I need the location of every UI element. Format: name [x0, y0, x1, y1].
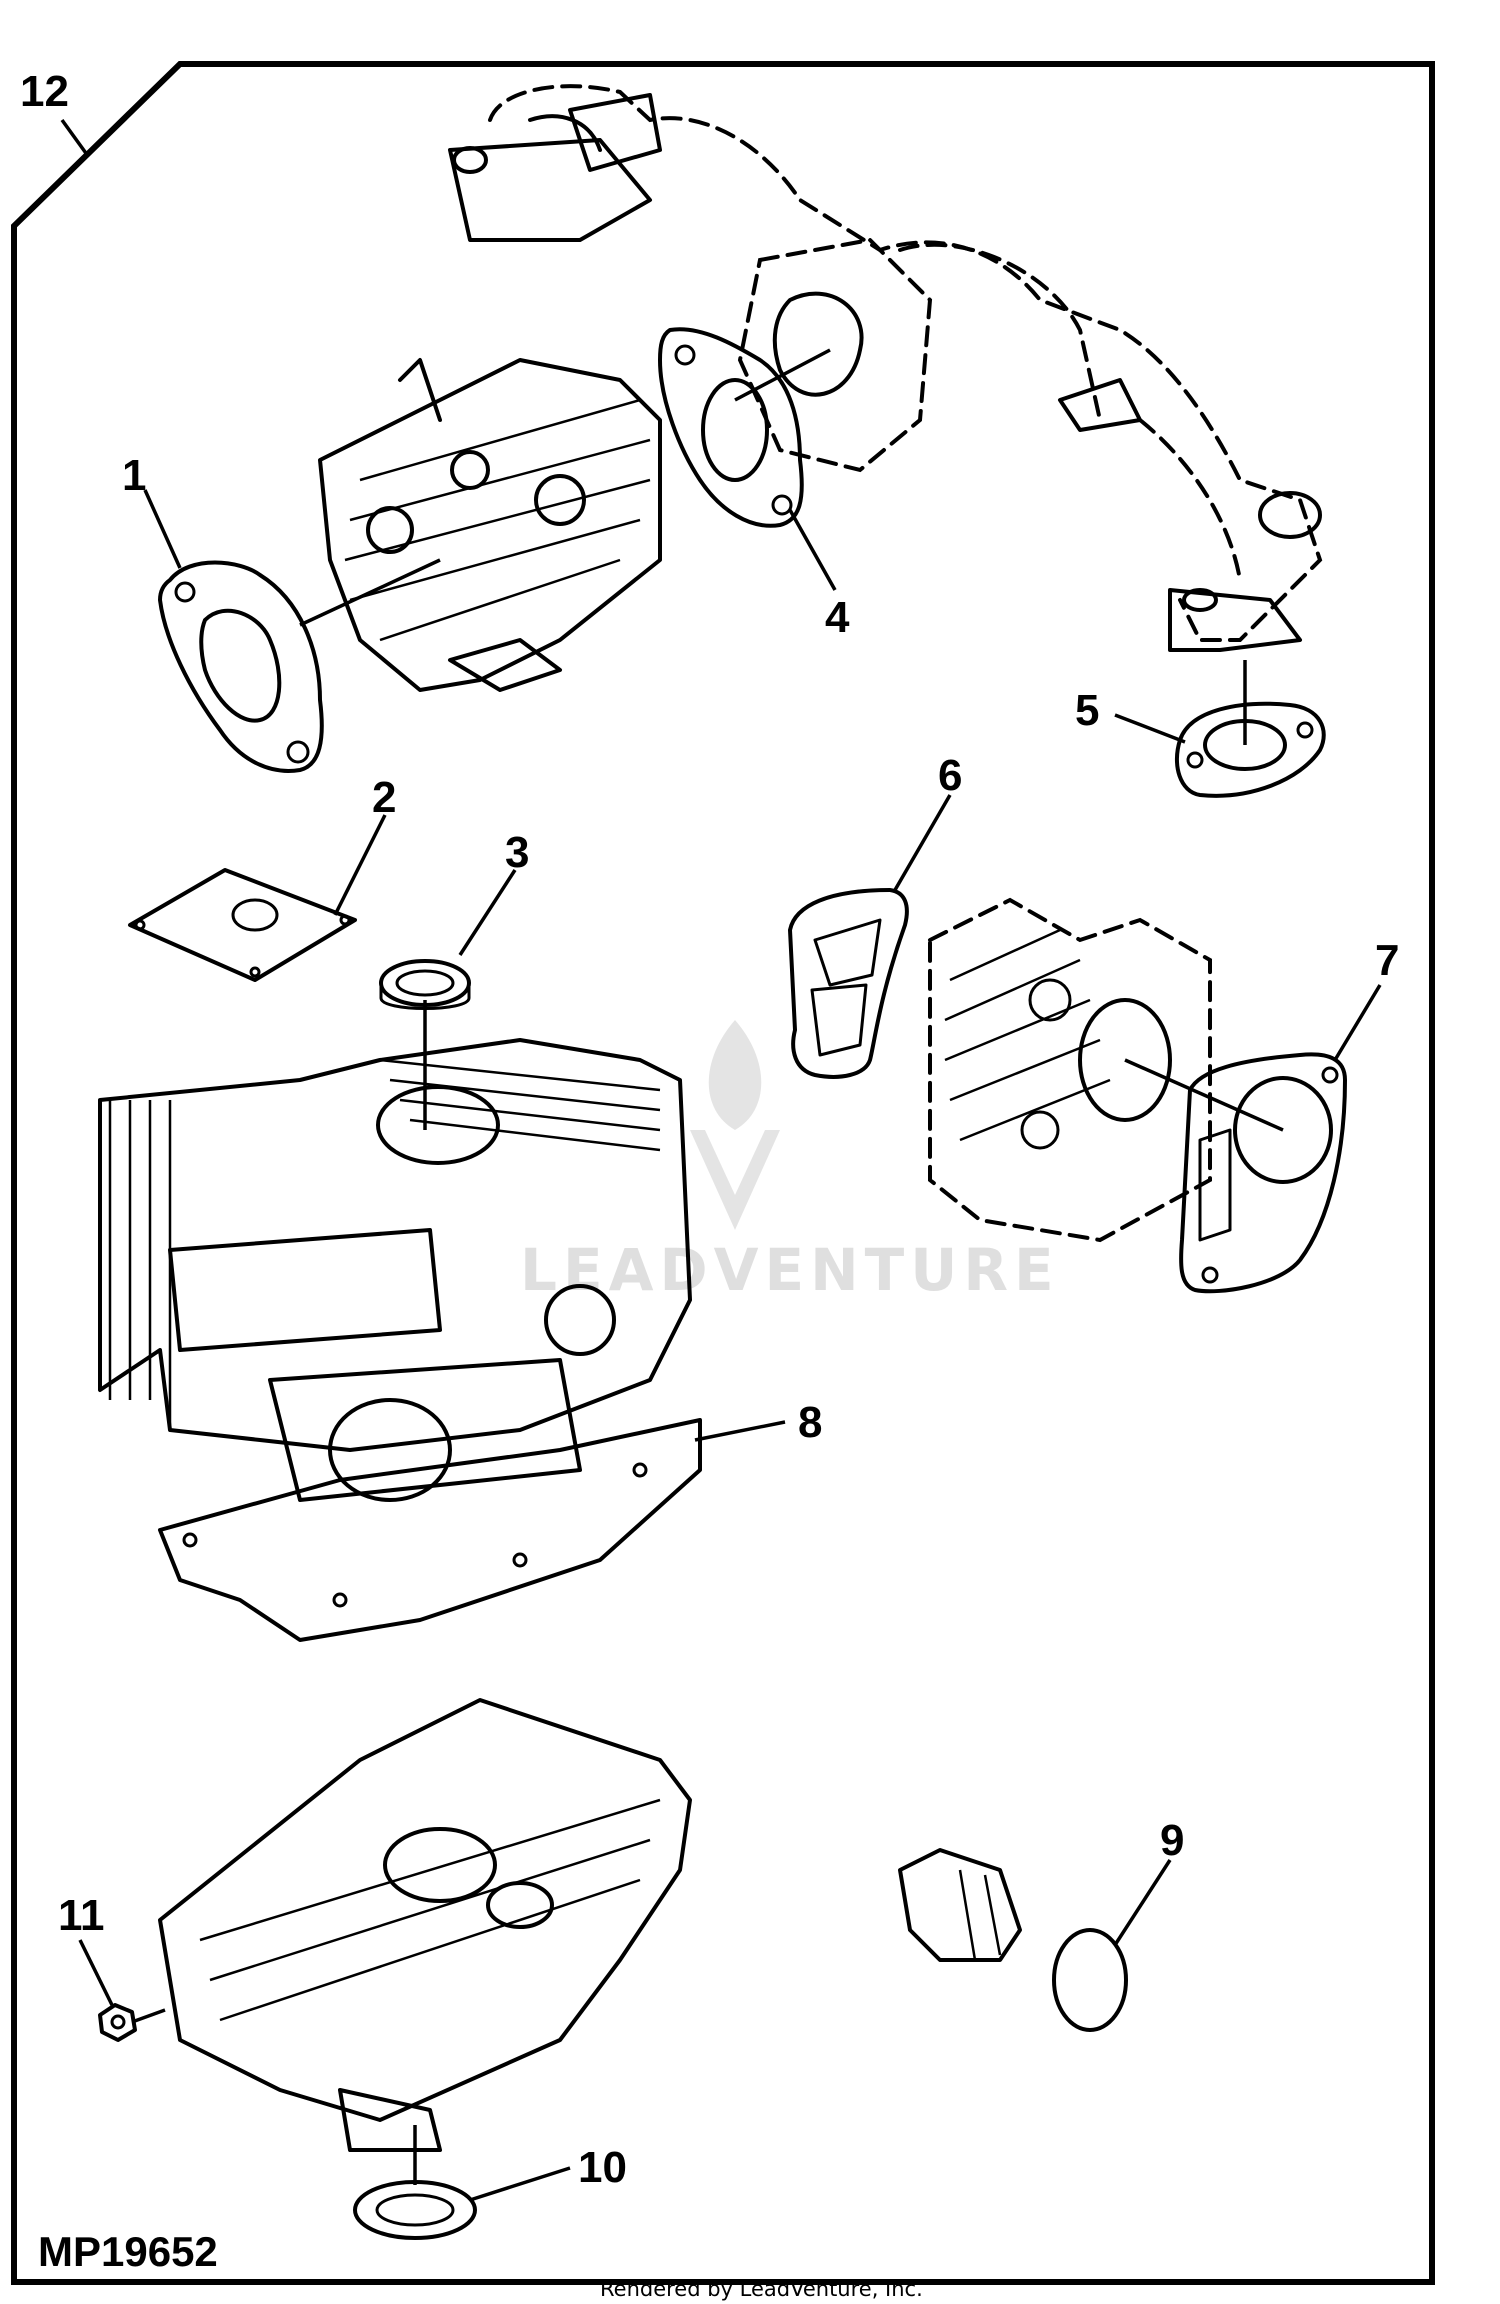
part-6-valve-cover-gasket	[788, 888, 909, 1079]
part-11-nut	[98, 2003, 137, 2042]
callout-11: 11	[58, 1891, 105, 1940]
callout-5: 5	[1075, 686, 1099, 735]
kit-boundary-frame	[11, 61, 1435, 2285]
footer-text: Rendered by LeadVenture, Inc.	[600, 2277, 923, 2301]
watermark-logo-icon	[690, 1020, 780, 1230]
watermark-text: LEADVENTURE	[520, 1236, 1060, 1304]
callout-8: 8	[798, 1398, 822, 1447]
part-9-o-ring	[1052, 1928, 1128, 2032]
drain-fitting	[898, 1848, 1022, 1962]
part-8-crankcase-gasket	[158, 1418, 702, 1642]
leader-11	[78, 1939, 114, 2006]
leader-10	[469, 2166, 571, 2202]
figure-id: MP19652	[38, 2228, 218, 2275]
callout-1: 1	[122, 451, 146, 500]
leader-4b	[734, 348, 831, 402]
leader-1b	[299, 558, 441, 627]
leader-lines	[60, 118, 1382, 2202]
watermark: LEADVENTURE	[520, 1020, 1060, 1304]
part-10-oil-seal	[353, 2180, 477, 2240]
leader-11b	[131, 2008, 166, 2024]
callout-3: 3	[505, 828, 529, 877]
leader-4	[788, 509, 837, 591]
part-2-cover-gasket	[128, 868, 357, 982]
part-7-head-gasket	[1179, 1052, 1347, 1294]
leader-1	[143, 489, 182, 569]
carburetor-assembly	[318, 358, 662, 692]
leader-9	[1113, 1859, 1172, 1946]
leader-7b	[1124, 1058, 1284, 1132]
callout-labels: 12 1 2 3 4 5 6 7 8 9 10 11	[20, 67, 1399, 2192]
exhaust-manifold	[448, 84, 1323, 652]
leader-12	[60, 118, 90, 158]
leader-3	[458, 869, 517, 956]
callout-9: 9	[1160, 1816, 1184, 1865]
leader-6	[893, 794, 952, 891]
leader-8	[694, 1420, 786, 1442]
leader-2	[333, 814, 387, 916]
leader-7	[1333, 984, 1382, 1061]
callout-6: 6	[938, 751, 962, 800]
part-1-intake-gasket	[158, 560, 324, 773]
leader-5	[1114, 713, 1186, 744]
oil-pan	[158, 1698, 692, 2152]
callout-10: 10	[578, 2143, 627, 2192]
callout-12: 12	[20, 67, 69, 116]
part-5-exhaust-gasket	[1174, 701, 1326, 798]
cylinder-head	[928, 897, 1212, 1243]
callout-2: 2	[372, 773, 396, 822]
callout-4: 4	[825, 593, 850, 642]
part-4-exhaust-gasket	[658, 327, 804, 528]
callout-7: 7	[1375, 936, 1399, 985]
